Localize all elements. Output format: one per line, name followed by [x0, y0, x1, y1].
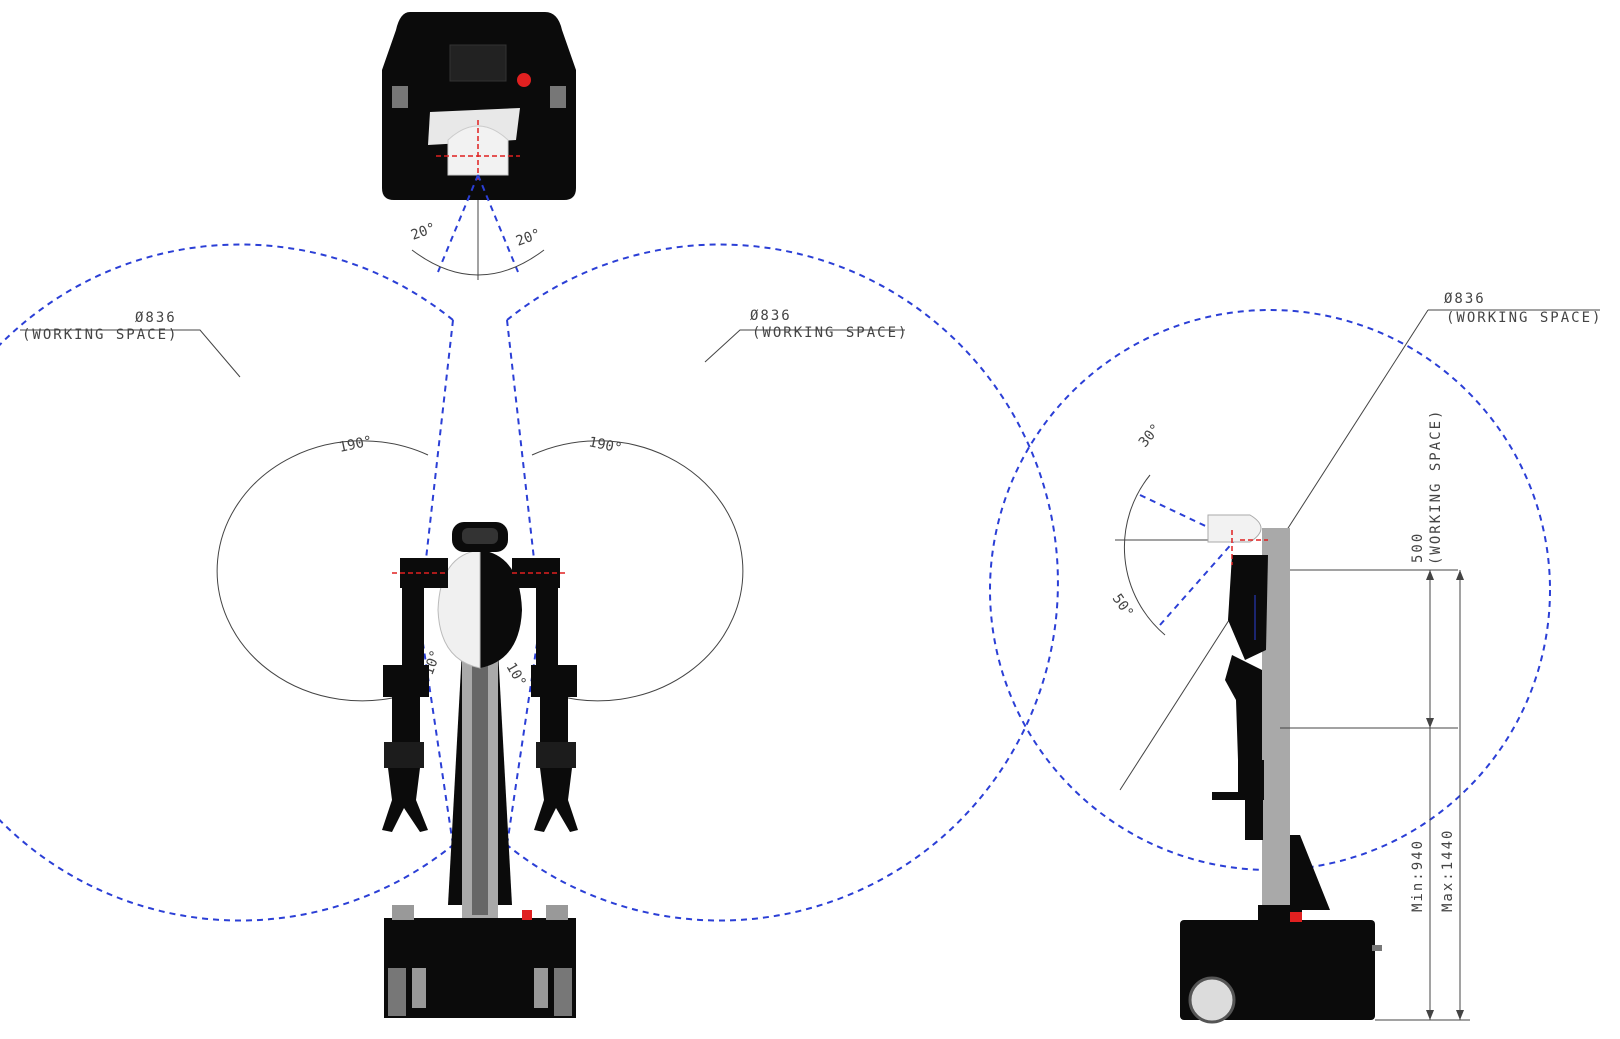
front-wheel-left: [388, 968, 406, 1016]
side-head-down-line: [1159, 539, 1236, 626]
front-rotation-left: [216, 440, 429, 702]
top-head: [447, 125, 509, 176]
front-elbow-right: [531, 665, 577, 697]
front-bumper-left: [392, 905, 414, 920]
side-view: Ø836 (WORKING SPACE) 30° 50°: [989, 291, 1602, 1024]
front-elbow-left: [383, 665, 429, 697]
side-diameter: Ø836: [1444, 291, 1486, 307]
front-rotation-right: [531, 440, 744, 702]
front-left-working-label: (WORKING SPACE): [22, 327, 178, 343]
front-rotation-right-label: 190°: [587, 434, 623, 457]
front-wheel-right: [554, 968, 572, 1016]
top-wheel-right: [550, 86, 566, 108]
front-upperarm-left: [402, 588, 424, 668]
front-limit-left-top: [424, 319, 454, 569]
side-arrow-4: [1426, 1010, 1434, 1020]
front-right-working-label: (WORKING SPACE): [752, 325, 908, 341]
front-inner-right-label: 10°: [503, 660, 530, 690]
front-forearm-left: [392, 697, 420, 742]
front-gripper-left: [382, 768, 428, 832]
front-view: Ø836 (WORKING SPACE) Ø836 (WORKING SPACE…: [0, 243, 1059, 1018]
side-arrow-2: [1426, 718, 1434, 728]
front-right-diameter: Ø836: [750, 308, 792, 324]
side-wheel-icon: [1188, 976, 1236, 1024]
top-view: 20° 20°: [382, 12, 576, 280]
front-suspension-left: [412, 968, 426, 1008]
side-head-down-label: 50°: [1109, 591, 1137, 621]
front-head-visor: [462, 528, 498, 544]
side-arrow-3: [1456, 570, 1464, 580]
front-estop: [522, 910, 532, 920]
front-leader-right: [704, 329, 905, 363]
front-rotation-left-label: 190°: [338, 433, 374, 456]
side-handle: [1372, 945, 1382, 951]
side-head-arc: [1123, 474, 1166, 636]
front-limit-right-top: [506, 319, 536, 569]
side-max-height: Max:1440: [1440, 829, 1456, 912]
front-column-rail: [472, 650, 488, 915]
top-angle-left: 20°: [409, 220, 438, 244]
front-left-diameter: Ø836: [135, 310, 177, 326]
front-torso-left: [437, 549, 481, 669]
side-working-label: (WORKING SPACE): [1446, 310, 1602, 326]
side-min-height: Min:940: [1410, 839, 1426, 912]
front-suspension-right: [534, 968, 548, 1008]
front-bumper-right: [546, 905, 568, 920]
side-stroke-label: (WORKING SPACE): [1428, 409, 1444, 565]
front-gripper-right: [534, 768, 578, 832]
front-leader-left: [20, 329, 241, 378]
side-gripper-handle: [1212, 792, 1238, 800]
top-angle-right: 20°: [514, 226, 543, 250]
side-arrow-5: [1456, 1010, 1464, 1020]
front-upperarm-right: [536, 588, 558, 668]
side-arm: [1225, 655, 1262, 760]
front-torso-right: [480, 550, 522, 668]
side-wrist: [1238, 760, 1264, 800]
top-column-cap: [449, 44, 507, 82]
side-torso: [1228, 555, 1268, 660]
side-gripper: [1245, 800, 1263, 840]
front-forearm-right: [540, 697, 568, 742]
emergency-stop-icon: [517, 73, 531, 87]
front-wrist-right: [536, 742, 576, 768]
side-estop: [1290, 912, 1302, 922]
side-head: [1207, 514, 1262, 543]
top-wheel-left: [392, 86, 408, 108]
front-working-space-left: [0, 243, 454, 922]
robot-top-body: [382, 12, 576, 200]
side-column-brace: [1290, 835, 1330, 910]
side-arrow-1: [1426, 570, 1434, 580]
side-head-up-label: 30°: [1136, 421, 1165, 451]
front-working-space-right: [506, 243, 1059, 922]
front-wrist-left: [384, 742, 424, 768]
side-stroke-value: 500: [1410, 532, 1426, 563]
top-angle-arc: [411, 249, 545, 276]
side-working-space: [989, 309, 1551, 871]
